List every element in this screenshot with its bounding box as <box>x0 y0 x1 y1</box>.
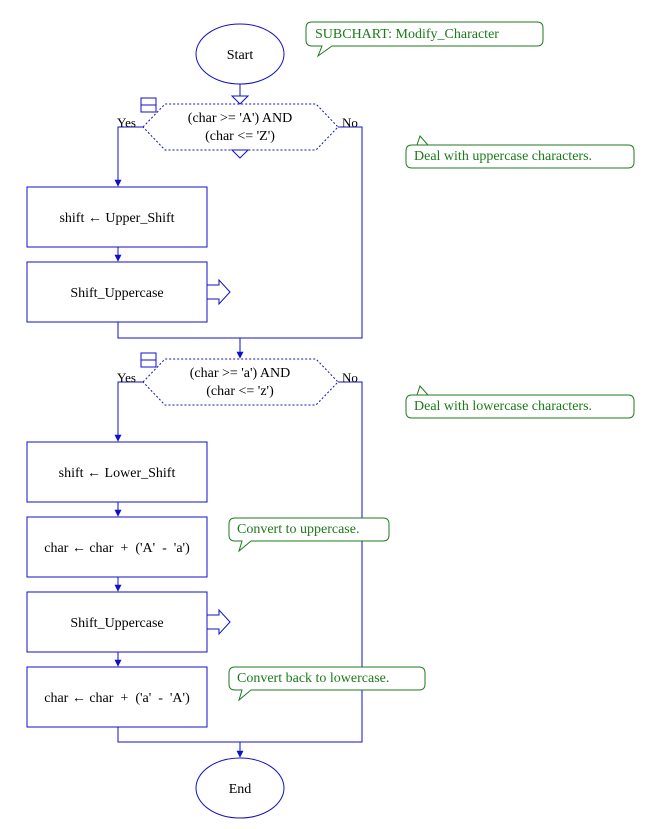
assign-upper-shift-box[interactable]: shift ← Upper_Shift <box>26 186 208 248</box>
decision-uppercase-no-label: No <box>342 115 358 130</box>
decision-lowercase-no-label: No <box>342 370 358 385</box>
convert-to-upper-text: char ← char + ('A' - 'a') <box>44 541 190 556</box>
decision-uppercase-line2: (char <= 'Z') <box>205 129 275 144</box>
comment-lowercase: Deal with lowercase characters. <box>405 385 635 419</box>
call-shift-uppercase-box-2[interactable]: Shift_Uppercase <box>26 591 231 653</box>
comment-lowercase-text: Deal with lowercase characters. <box>414 399 592 414</box>
call-shift-uppercase-box-1[interactable]: Shift_Uppercase <box>26 261 231 323</box>
convert-to-upper-box[interactable]: char ← char + ('A' - 'a') <box>26 516 208 578</box>
start-terminal[interactable]: Start <box>195 23 285 85</box>
comment-uppercase-text: Deal with uppercase characters. <box>414 149 592 164</box>
convert-to-lower-box[interactable]: char ← char + ('a' - 'A') <box>26 666 208 728</box>
comment-uppercase: Deal with uppercase characters. <box>405 135 635 169</box>
end-label: End <box>229 782 252 797</box>
decision-lowercase-yes-label: Yes <box>117 370 136 385</box>
decision-uppercase-yes-label: Yes <box>117 115 136 130</box>
call-shift-uppercase-text-2: Shift_Uppercase <box>70 616 163 631</box>
end-terminal[interactable]: End <box>195 757 285 819</box>
decision-lowercase[interactable]: (char >= 'a') AND (char <= 'z') Yes No <box>117 352 358 406</box>
connectors <box>114 84 363 758</box>
assign-upper-shift-text: shift ← Upper_Shift <box>59 211 174 226</box>
decision-uppercase[interactable]: (char >= 'A') AND (char <= 'Z') Yes No <box>117 95 358 159</box>
assign-lower-shift-box[interactable]: shift ← Lower_Shift <box>26 441 208 503</box>
decision-lowercase-line1: (char >= 'a') AND <box>190 366 291 381</box>
comment-convert-up: Convert to uppercase. <box>228 517 390 553</box>
assign-lower-shift-text: shift ← Lower_Shift <box>59 466 176 481</box>
call-arrow-icon <box>206 608 231 636</box>
call-shift-uppercase-text-1: Shift_Uppercase <box>70 286 163 301</box>
convert-to-lower-text: char ← char + ('a' - 'A') <box>44 691 190 706</box>
start-label: Start <box>227 48 254 63</box>
subchart-label: SUBCHART: Modify_Character <box>315 27 499 42</box>
decision-uppercase-line1: (char >= 'A') AND <box>188 111 292 126</box>
comment-convert-back: Convert back to lowercase. <box>228 666 426 702</box>
call-arrow-icon <box>206 278 231 306</box>
decision-lowercase-line2: (char <= 'z') <box>206 384 274 399</box>
comment-convert-back-text: Convert back to lowercase. <box>237 671 389 686</box>
comment-convert-up-text: Convert to uppercase. <box>237 522 359 537</box>
subchart-callout: SUBCHART: Modify_Character <box>305 21 544 58</box>
